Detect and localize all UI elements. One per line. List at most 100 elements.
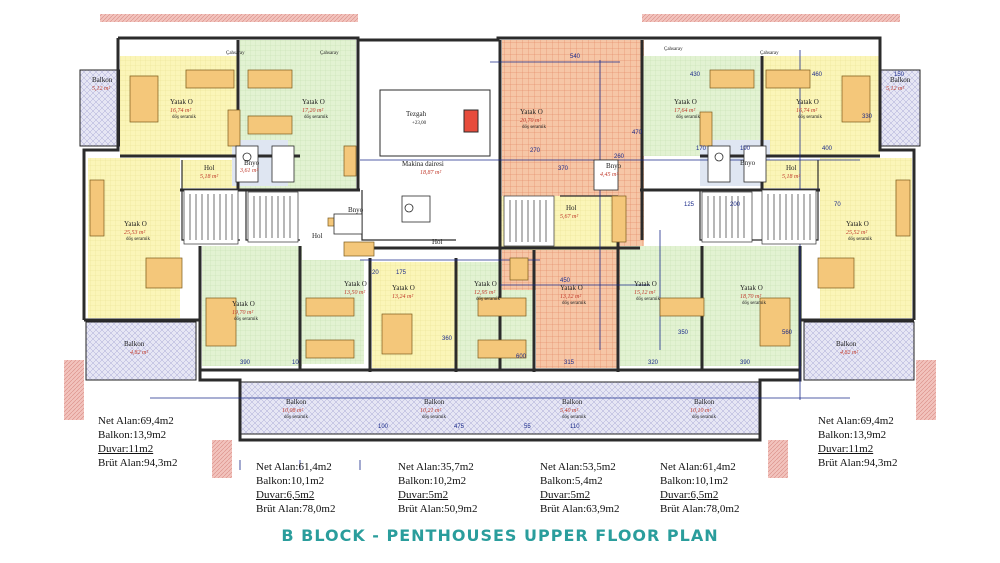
stat-duvar: Duvar:5m2 <box>398 489 449 501</box>
room-area-yatak-4: 19,70 m² <box>232 310 253 316</box>
room-area-yatak-3: 25,53 m² <box>124 230 145 236</box>
room-note-yatak-3: döş seramik <box>126 237 151 242</box>
room-note-yatak-10: döş seramik <box>676 115 701 120</box>
dim-17: 390 <box>240 360 251 366</box>
room-area-yatak-1: 16,74 m² <box>170 107 191 114</box>
room-note-yatak-2: döş seramik <box>304 115 329 120</box>
room-name-balkon-b1: Balkon <box>286 398 307 406</box>
stat-net: Net Alan:61,4m2 <box>660 461 736 473</box>
dim-21: 100 <box>378 424 389 430</box>
room-note-yatak-1: döş seramik <box>172 115 197 120</box>
room-area-balkon-ml: 4,82 m² <box>130 349 148 356</box>
room-area-banyo-1: 3,61 m² <box>239 168 258 174</box>
dim-12: 125 <box>684 202 695 208</box>
room-area-yatak-9: 13,12 m² <box>560 294 581 300</box>
room-name-yatak-6: Yatak O <box>392 284 415 292</box>
dimension-values: 540 370 450 430 460 150 190 400 270 260 … <box>240 54 905 430</box>
dim-30: 350 <box>678 330 689 336</box>
room-area-tezgah: +23,00 <box>412 121 427 126</box>
room-area-yatak-13: 15,12 m² <box>634 290 655 296</box>
stat-brut: Brüt Alan:78,0m2 <box>256 503 336 515</box>
room-area-yatak-11: 16,74 m² <box>796 107 817 114</box>
dim-20: 475 <box>454 424 465 430</box>
room-area-hol-4: 5,67 m² <box>560 214 578 220</box>
room-area-yatak-10: 17,64 m² <box>674 107 695 114</box>
chimney-labels: Çahsaray Çahsaray Çahsaray Çahsaray <box>226 47 779 56</box>
stat-brut: Brüt Alan:94,3m2 <box>98 457 178 469</box>
stat-brut: Brüt Alan:94,3m2 <box>818 457 898 469</box>
stat-brut: Brüt Alan:63,9m2 <box>540 503 620 515</box>
cahsaray-label-2: Çahsaray <box>320 51 339 56</box>
stat-brut: Brüt Alan:50,9m2 <box>398 503 478 515</box>
dim-5: 460 <box>812 72 823 78</box>
room-name-hol-2: Hol <box>312 232 323 240</box>
stat-net: Net Alan:69,4m2 <box>818 415 894 427</box>
dim-8: 400 <box>822 146 833 152</box>
dim-31: 560 <box>782 330 793 336</box>
room-area-makina: 18,87 m² <box>420 170 441 176</box>
room-area-yatak-5: 13,50 m² <box>344 290 365 296</box>
stat-duvar: Duvar:6,5m2 <box>660 489 719 501</box>
stat-balkon: Balkon:10,1m2 <box>256 475 325 487</box>
room-note-yatak-14: döş seramik <box>742 301 767 306</box>
bathrooms <box>235 145 767 235</box>
stats-unit-a: Net Alan:61,4m2 Balkon:10,1m2 Duvar:6,5m… <box>256 460 335 516</box>
dim-15: 70 <box>834 202 841 208</box>
room-note-balkon-b1: döş seramik <box>284 415 309 420</box>
stat-duvar: Duvar:11m2 <box>98 443 154 455</box>
dim-23: 55 <box>524 424 531 430</box>
stat-balkon: Balkon:10,2m2 <box>398 475 467 487</box>
dim-10: 260 <box>614 154 625 160</box>
room-name-balkon-b2: Balkon <box>424 398 445 406</box>
room-name-yatak-7: Yatak O <box>474 280 497 288</box>
dim-2: 370 <box>558 166 569 172</box>
dim-11: 170 <box>696 146 707 152</box>
stat-brut: Brüt Alan:78,0m2 <box>660 503 740 515</box>
room-name-yatak-2: Yatak O <box>302 98 325 106</box>
dim-29: 360 <box>442 336 453 342</box>
stat-net: Net Alan:35,7m2 <box>398 461 474 473</box>
dim-28: 390 <box>740 360 751 366</box>
room-name-banyo-1: Bnyo <box>244 159 260 167</box>
stats-unit-c: Net Alan:53,5m2 Balkon:5,4m2 Duvar:5m2 B… <box>540 460 619 516</box>
stats-right-unit: Net Alan:69,4m2 Balkon:13,9m2 Duvar:11m2… <box>818 414 897 470</box>
stats-left-unit: Net Alan:69,4m2 Balkon:13,9m2 Duvar:11m2… <box>98 414 177 470</box>
room-name-makina: Makina dairesi <box>402 160 444 168</box>
room-name-balkon-b3: Balkon <box>562 398 583 406</box>
room-note-balkon-b3: döş seramik <box>562 415 587 420</box>
balconies <box>79 69 921 435</box>
room-name-tezgah: Tezgah <box>406 110 427 118</box>
room-name-yatak-4: Yatak O <box>232 300 255 308</box>
cahsaray-label-1: Çahsaray <box>226 51 245 56</box>
room-name-balkon-mr: Balkon <box>836 340 857 348</box>
dim-24: 600 <box>516 354 527 360</box>
stat-balkon: Balkon:13,9m2 <box>818 429 887 441</box>
stats-unit-d: Net Alan:61,4m2 Balkon:10,1m2 Duvar:6,5m… <box>660 460 739 516</box>
plan-title: B BLOCK - PENTHOUSES UPPER FLOOR PLAN <box>281 526 719 545</box>
room-area-balkon-b3: 5,40 m² <box>560 407 578 414</box>
room-area-balkon-b4: 10,10 m² <box>690 408 711 414</box>
room-note-balkon-b4: döş seramik <box>692 415 717 420</box>
room-name-banyo-2: Bnyo <box>348 206 364 214</box>
room-area-yatak-7: 12,95 m² <box>474 290 495 296</box>
room-name-balkon-b4: Balkon <box>694 398 715 406</box>
room-name-hol-1: Hol <box>204 164 215 172</box>
room-area-balkon-tl: 5,12 m² <box>92 86 110 92</box>
stat-net: Net Alan:61,4m2 <box>256 461 332 473</box>
dim-18: 320 <box>648 360 659 366</box>
room-name-hol-5: Hol <box>786 164 797 172</box>
tezgah-counter <box>379 89 491 157</box>
room-area-balkon-tr: 5,12 m² <box>886 86 904 92</box>
stat-balkon: Balkon:5,4m2 <box>540 475 603 487</box>
dim-26: 10 <box>292 360 299 366</box>
stat-balkon: Balkon:10,1m2 <box>660 475 729 487</box>
room-name-yatak-8: Yatak O <box>520 108 543 116</box>
room-name-yatak-11: Yatak O <box>796 98 819 106</box>
stat-net: Net Alan:69,4m2 <box>98 415 174 427</box>
room-name-balkon-tl: Balkon <box>92 76 113 84</box>
stat-net: Net Alan:53,5m2 <box>540 461 616 473</box>
room-area-hol-1: 5,18 m² <box>200 174 218 180</box>
room-area-yatak-14: 18,70 m² <box>740 294 761 300</box>
room-area-banyo-3: 4,45 m² <box>600 171 618 178</box>
room-area-balkon-mr: 4,82 m² <box>840 349 858 356</box>
